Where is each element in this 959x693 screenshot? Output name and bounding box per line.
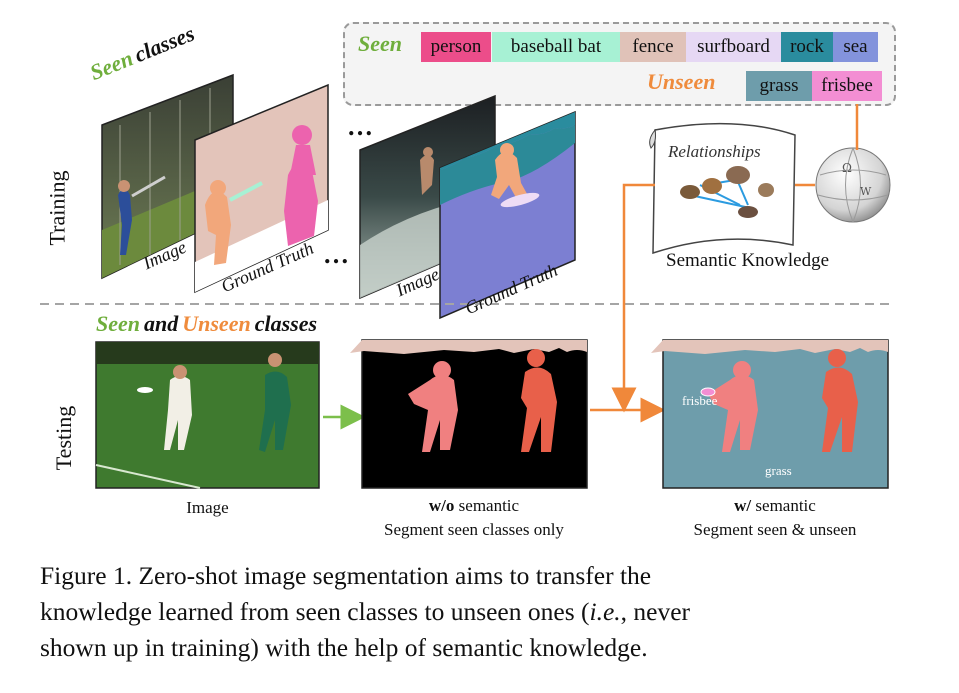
frisbee-overlay-label: frisbee — [682, 393, 718, 408]
without-semantic-caption: w/o semantic — [354, 496, 594, 516]
svg-text:Ω: Ω — [842, 161, 852, 175]
relationships-label: Relationships — [668, 142, 761, 161]
with-semantic-bold: w/ — [734, 496, 752, 515]
seen-chip-rock: rock — [781, 32, 833, 62]
legend-seen-label: Seen — [358, 31, 402, 56]
legend-unseen-label: Unseen — [647, 69, 716, 94]
caption-line-3: shown up in training) with the help of s… — [40, 633, 648, 662]
training-gt-surf — [439, 110, 576, 320]
seen-chip-sea: sea — [833, 32, 878, 62]
seen-chip-person: person — [421, 32, 491, 62]
testing-header: Seen and Unseen classes — [96, 311, 317, 337]
training-ellipsis-top: … — [347, 112, 373, 141]
with-semantic-rest: semantic — [751, 496, 816, 515]
unseen-chip-grass: grass — [746, 71, 812, 101]
training-ellipsis-bottom: … — [323, 240, 349, 269]
grass-overlay-label: grass — [765, 463, 792, 478]
without-semantic-bold: w/o — [428, 496, 455, 515]
with-semantic-caption: w/ semantic — [655, 496, 895, 516]
caption-line-2-b: , never — [620, 597, 691, 626]
without-semantic-rest: semantic — [454, 496, 520, 515]
figure-caption: Figure 1. Zero-shot image segmentation a… — [40, 558, 920, 666]
testing-image-caption: Image — [186, 498, 229, 517]
caption-line-2-a: knowledge learned from seen classes to u… — [40, 597, 590, 626]
semantic-knowledge-scroll — [649, 122, 796, 255]
seen-chip-fence: fence — [620, 32, 686, 62]
seen-chip-baseball-bat: baseball bat — [492, 32, 620, 62]
semantic-knowledge-caption: Semantic Knowledge — [666, 250, 830, 271]
testing-header-classes: classes — [254, 311, 318, 336]
with-semantic-caption-line2: Segment seen & unseen — [693, 520, 857, 539]
result-without-semantic — [350, 339, 588, 489]
testing-side-label: Testing — [51, 405, 77, 471]
result-with-semantic — [651, 339, 889, 489]
unseen-chip-frisbee: frisbee — [812, 71, 882, 101]
seen-chip-surfboard: surfboard — [686, 32, 781, 62]
caption-line-2: knowledge learned from seen classes to u… — [40, 594, 920, 630]
svg-text:W: W — [860, 185, 872, 198]
testing-header-seen: Seen — [96, 311, 140, 336]
testing-image-frisbee — [95, 341, 320, 489]
testing-header-unseen: Unseen — [182, 311, 251, 336]
caption-line-1: Figure 1. Zero-shot image segmentation a… — [40, 561, 652, 590]
caption-line-2-ie: i.e. — [589, 597, 621, 626]
testing-header-and: and — [144, 311, 179, 336]
without-semantic-caption-line2: Segment seen classes only — [384, 520, 564, 539]
knowledge-globe-icon: Ω W — [815, 147, 891, 223]
training-gt-baseball — [194, 83, 329, 294]
